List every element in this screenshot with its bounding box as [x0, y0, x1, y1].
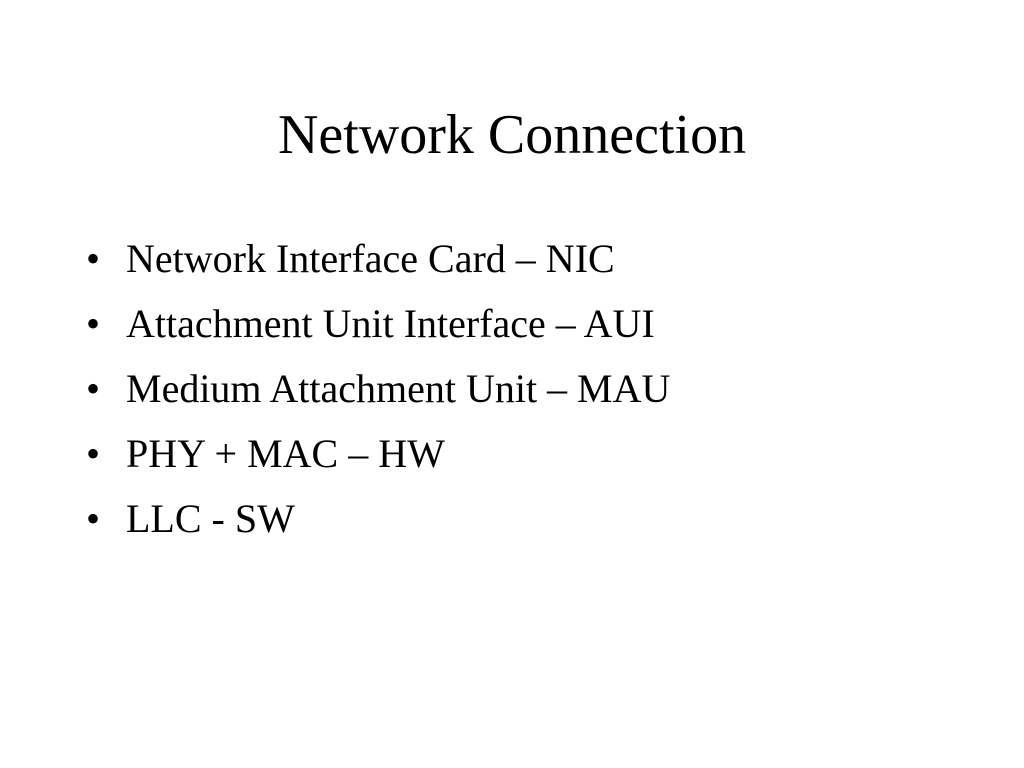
- bullet-text: PHY + MAC – HW: [126, 431, 445, 476]
- bullet-item: • Medium Attachment Unit – MAU: [86, 356, 670, 421]
- bullet-item: • PHY + MAC – HW: [86, 421, 670, 486]
- bullet-icon: •: [86, 496, 101, 541]
- bullet-text: LLC - SW: [126, 496, 295, 541]
- bullet-icon: •: [86, 236, 101, 281]
- bullet-text: Attachment Unit Interface – AUI: [126, 301, 655, 346]
- bullet-icon: •: [86, 301, 101, 346]
- bullet-text: Medium Attachment Unit – MAU: [126, 366, 671, 411]
- bullet-list: • Network Interface Card – NIC • Attachm…: [86, 226, 670, 551]
- slide-title: Network Connection: [277, 104, 747, 166]
- bullet-icon: •: [86, 366, 101, 411]
- bullet-item: • Attachment Unit Interface – AUI: [86, 291, 670, 356]
- bullet-icon: •: [86, 431, 101, 476]
- bullet-item: • Network Interface Card – NIC: [86, 226, 670, 291]
- bullet-item: • LLC - SW: [86, 486, 670, 551]
- bullet-text: Network Interface Card – NIC: [126, 236, 615, 281]
